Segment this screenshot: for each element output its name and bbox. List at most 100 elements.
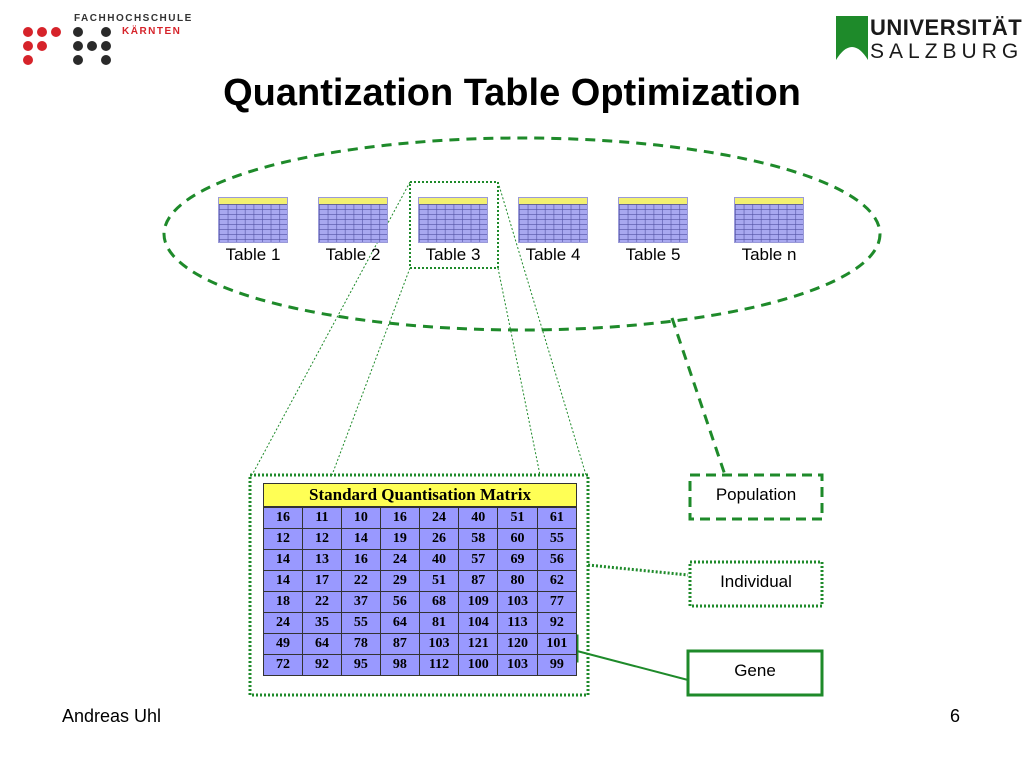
matrix-cell: 16: [379, 507, 420, 529]
population-label: Population: [715, 485, 797, 504]
matrix-cell: 24: [263, 612, 303, 634]
fh-logo-line2: KÄRNTEN: [122, 26, 182, 37]
matrix-cell: 103: [497, 654, 538, 676]
matrix-cell: 37: [340, 591, 381, 613]
matrix-cell: 87: [379, 633, 420, 655]
table-thumbnail-image: [318, 197, 388, 243]
matrix-cell: 81: [418, 612, 460, 634]
matrix-cell: 103: [497, 591, 538, 613]
matrix-cell: 120: [497, 633, 538, 655]
matrix-cell: 58: [458, 528, 499, 550]
table-thumbnail-image: [418, 197, 488, 243]
matrix-cell: 17: [301, 570, 342, 592]
table-thumbnail-image: [618, 197, 688, 243]
individual-connector: [587, 563, 689, 577]
matrix-cell: 40: [418, 549, 460, 571]
table-label: Table 2: [325, 245, 381, 264]
table-thumb-2: Table 2: [318, 197, 388, 265]
individual-label: Individual: [720, 572, 792, 591]
matrix-cell: 22: [301, 591, 342, 613]
matrix-cell: 11: [301, 507, 342, 529]
matrix-cell: 77: [536, 591, 578, 613]
matrix-cell: 121: [458, 633, 499, 655]
zoom-line-left-outer: [251, 181, 411, 476]
table-thumbnail-image: [734, 197, 804, 243]
table-thumb-n: Table n: [734, 197, 804, 265]
matrix-cell: 40: [458, 507, 499, 529]
matrix-cell: 19: [379, 528, 420, 550]
matrix-cell: 100: [458, 654, 499, 676]
footer-author: Andreas Uhl: [62, 706, 162, 726]
table-thumbnail-image: [518, 197, 588, 243]
fh-logo-line1: FACHHOCHSCHULE: [74, 13, 193, 24]
matrix-cell: 14: [340, 528, 381, 550]
table-label: Table 1: [225, 245, 281, 264]
matrix-cell: 69: [497, 549, 538, 571]
matrix-cell: 80: [497, 570, 538, 592]
matrix-cell: 62: [536, 570, 578, 592]
matrix-cell: 68: [418, 591, 460, 613]
matrix-cell: 92: [301, 654, 342, 676]
matrix-cell: 12: [263, 528, 303, 550]
matrix-cell: 78: [340, 633, 381, 655]
zoom-line-right-inner: [497, 267, 541, 476]
population-connector: [670, 317, 728, 479]
table-thumb-3: Table 3: [418, 197, 488, 265]
uni-logo-line1: UNIVERSITÄT: [870, 15, 1023, 40]
matrix-cell: 109: [458, 591, 499, 613]
gene-label: Gene: [734, 661, 776, 680]
table-thumb-1: Table 1: [218, 197, 288, 265]
matrix-cell: 13: [301, 549, 342, 571]
matrix-cell: 51: [497, 507, 538, 529]
matrix-cell: 95: [340, 654, 381, 676]
table3-selection-box: [409, 181, 499, 269]
matrix-selection-box: [248, 473, 590, 697]
matrix-cell: 113: [497, 612, 538, 634]
matrix-cell: 14: [263, 549, 303, 571]
table-label: Table n: [741, 245, 797, 264]
uni-salzburg-logo-mark: [836, 16, 868, 65]
matrix-cell: 24: [418, 507, 460, 529]
matrix-cell: 55: [340, 612, 381, 634]
matrix-cell: 10: [340, 507, 381, 529]
matrix-cell: 55: [536, 528, 578, 550]
matrix-cell: 104: [458, 612, 499, 634]
zoom-line-left-inner: [331, 267, 411, 476]
matrix-cell: 72: [263, 654, 303, 676]
matrix-cell: 103: [418, 633, 460, 655]
uni-logo-line2: SALZBURG: [870, 40, 1024, 63]
page-number: 6: [950, 706, 961, 726]
population-ellipse: [162, 136, 882, 332]
table-label: Table 3: [425, 245, 481, 264]
matrix-cell: 99: [536, 654, 578, 676]
matrix-cell: 112: [418, 654, 460, 676]
matrix-cell: 60: [497, 528, 538, 550]
page-title: Quantization Table Optimization: [223, 72, 801, 114]
table-thumb-4: Table 4: [518, 197, 588, 265]
matrix-cell: 24: [379, 549, 420, 571]
table-thumbnail-image: [218, 197, 288, 243]
matrix-cell: 98: [379, 654, 420, 676]
matrix-cell: 18: [263, 591, 303, 613]
matrix-cell: 22: [340, 570, 381, 592]
fh-kaernten-logo: [22, 26, 122, 70]
matrix-cell: 61: [536, 507, 578, 529]
matrix-cell: 29: [379, 570, 420, 592]
matrix-cell: 16: [263, 507, 303, 529]
matrix-cell: 92: [536, 612, 578, 634]
matrix-cell: 87: [458, 570, 499, 592]
uni-salzburg-logo-text: UNIVERSITÄT SALZBURG: [870, 16, 1023, 64]
matrix-title: Standard Quantisation Matrix: [263, 483, 577, 507]
matrix-cell: 57: [458, 549, 499, 571]
table-label: Table 4: [525, 245, 581, 264]
table-label: Table 5: [625, 245, 681, 264]
